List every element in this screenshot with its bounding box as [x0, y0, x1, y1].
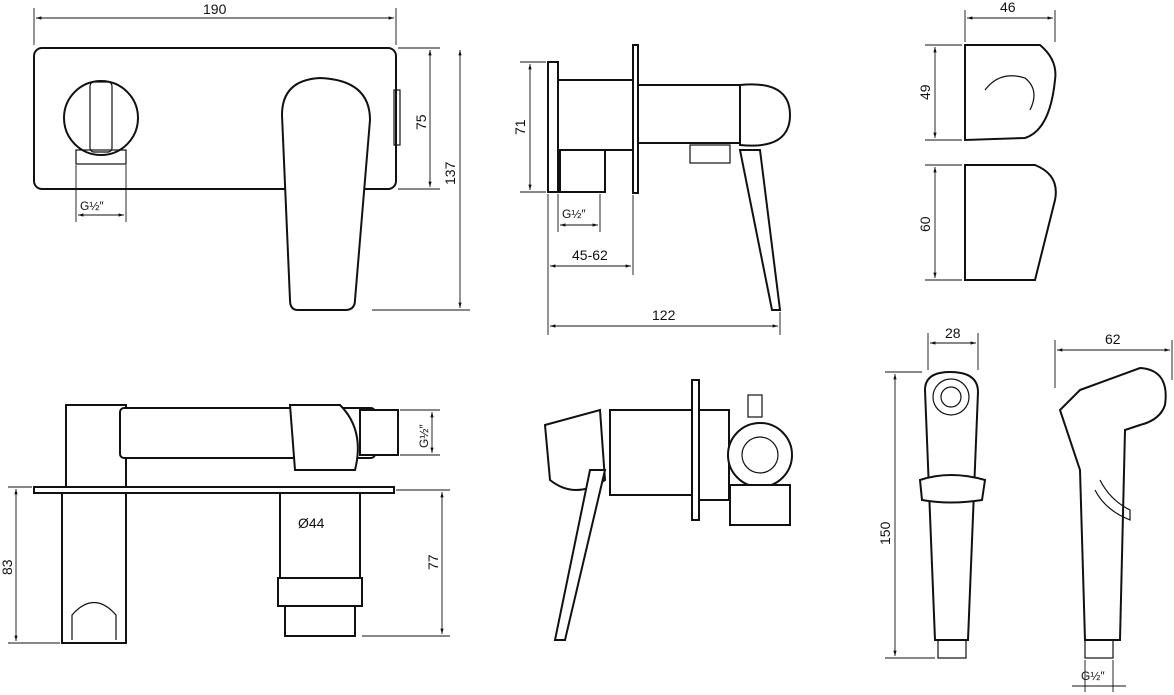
perspective-view — [543, 379, 793, 641]
dim-top-thread: G½″ — [417, 424, 431, 448]
holder-cover — [964, 164, 1057, 281]
dim-outlet-thread: G½″ — [80, 199, 104, 213]
shower-head-front — [923, 370, 980, 641]
iso-lever — [553, 469, 607, 641]
dim-head-length: 150 — [877, 521, 893, 545]
holder-bracket — [61, 492, 127, 644]
dim-side-height: 71 — [512, 119, 528, 135]
dim-body-diameter: Ø44 — [298, 515, 325, 531]
dim-wall-depth: 45-62 — [572, 247, 608, 263]
dim-total-depth: 122 — [652, 307, 676, 323]
dim-holder-depth: 83 — [0, 559, 15, 575]
dim-cover-height: 60 — [917, 216, 933, 232]
top-view: Ø44 G½″ 83 77 — [0, 404, 450, 644]
holder-view: 46 49 60 — [917, 0, 1057, 281]
elbow-body — [65, 404, 127, 488]
mount-flange — [547, 61, 559, 193]
iso-cover-plate — [691, 379, 700, 521]
dim-holder-width: 46 — [1000, 0, 1016, 15]
dim-total-height: 137 — [442, 161, 458, 185]
outlet-elbow — [63, 80, 139, 156]
dim-head-diameter: 28 — [945, 325, 961, 341]
valve-body — [279, 492, 361, 579]
shower-head-views: 28 62 150 G½″ — [877, 325, 1173, 692]
dim-inlet-thread: G½″ — [562, 207, 586, 221]
top-cover-plate — [33, 486, 395, 494]
side-view: 71 G½″ 45-62 122 — [512, 44, 792, 335]
shower-head-side — [1058, 366, 1167, 641]
front-view: 190 75 137 G½″ — [33, 1, 470, 311]
dim-width: 190 — [203, 1, 227, 17]
dim-body-depth: 77 — [425, 554, 441, 570]
side-lever — [738, 149, 782, 311]
dim-head-thread: G½″ — [1081, 669, 1105, 683]
holder-top — [964, 44, 1057, 142]
lever-handle — [280, 76, 372, 311]
dim-plate-height: 75 — [413, 114, 429, 130]
dim-holder-height: 49 — [917, 84, 933, 100]
dim-head-depth: 62 — [1105, 331, 1121, 347]
